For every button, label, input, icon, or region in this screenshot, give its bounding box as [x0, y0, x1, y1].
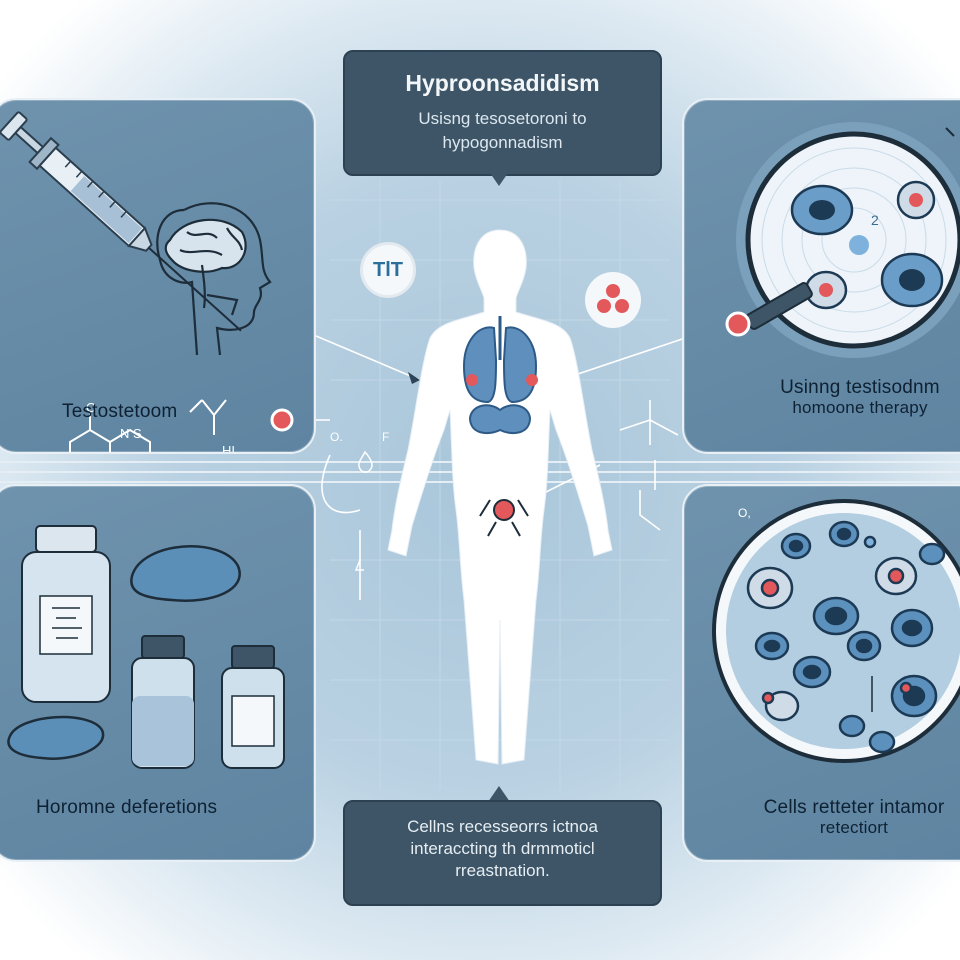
panel-label-line2: retectiort [819, 817, 889, 837]
red-marker-icon [466, 374, 478, 386]
panel-label-line2: homoone therapy [792, 397, 928, 417]
panel-label-line1: Usinng testisodnm [780, 377, 940, 398]
magnifying-lens-icon [736, 122, 960, 358]
brain-head-icon [156, 202, 272, 356]
left-glyph-f: F [382, 430, 390, 444]
human-body-figure [387, 229, 613, 765]
page-title: Hyproonsadidism [405, 70, 600, 96]
cell-cluster-badge [585, 272, 641, 328]
footer-text-block: Cellns recesseorrs ictnoa interaccting t… [345, 816, 660, 882]
subtitle-line1: Usisng tesosetoroni to [418, 109, 587, 128]
footer-callout: Cellns recesseorrs ictnoa interaccting t… [343, 800, 662, 906]
footer-callout-tail [488, 786, 510, 802]
small-vial-icon [221, 645, 285, 769]
lungs-icon [462, 316, 538, 404]
footer-line2: interaccting th drmmoticl [410, 839, 595, 859]
molecule-atom-o: O [86, 400, 96, 415]
badge-tlt: TlT [360, 242, 416, 298]
panel-testosterone: O N S HI, Testostetoom [0, 98, 316, 454]
cell-cluster-icon [746, 520, 946, 754]
title-callout: Hyproonsadidism Usisng tesosetoroni to h… [343, 50, 662, 176]
panel-label-line1: Cells retteter intamor [763, 797, 945, 818]
molecule-atom-ns: N S [120, 426, 142, 441]
pill-icon [7, 545, 241, 760]
magnifier-handle-icon [725, 282, 813, 337]
footer-line3: rreastnation. [455, 861, 550, 881]
syringe-illustration: O N S HI, [0, 111, 294, 452]
droplet-icon [358, 450, 373, 473]
left-glyph-o: O. [330, 430, 343, 444]
panel-hormone-deficiencies: Horomne deferetions [0, 484, 316, 862]
petri-dish-illustration [712, 499, 960, 763]
panel-label-cell-retention: Cells retteter intamor retectiort [724, 797, 960, 838]
large-bottle-icon [21, 525, 111, 703]
red-marker-icon [270, 408, 294, 432]
panel-cell-retention: Cells retteter intamor retectiort [682, 484, 960, 862]
stomach-icon [468, 404, 532, 435]
title-callout-tail [488, 170, 510, 186]
footer-line1: Cellns recesseorrs ictnoa [407, 817, 598, 836]
panel-label-hormone-therapy: Usinng testisodnm homoone therapy [740, 377, 960, 418]
right-glyph-o: O, [738, 506, 751, 520]
red-marker-icon [526, 374, 538, 386]
molecule-structure [69, 399, 227, 452]
pelvic-target-icon [479, 499, 529, 537]
blood-cell-icon [790, 180, 944, 310]
molecule-atom-hi: HI, [222, 443, 239, 452]
syringe-icon [0, 111, 242, 332]
panel-hormone-therapy: 2 Usinng testisodnm homoone therapy [682, 98, 960, 454]
vials-illustration [7, 525, 285, 769]
subtitle-line2: hypogonnadism [442, 133, 563, 152]
magnifier-illustration: 2 [725, 122, 960, 358]
medium-vial-icon [131, 635, 195, 769]
red-cells-icon [597, 284, 629, 313]
panel-label-hormone-deficiencies: Horomne deferetions [36, 797, 218, 818]
panel-label-testosterone: Testostetoom [62, 401, 178, 422]
cell-marker-number: 2 [871, 212, 879, 228]
